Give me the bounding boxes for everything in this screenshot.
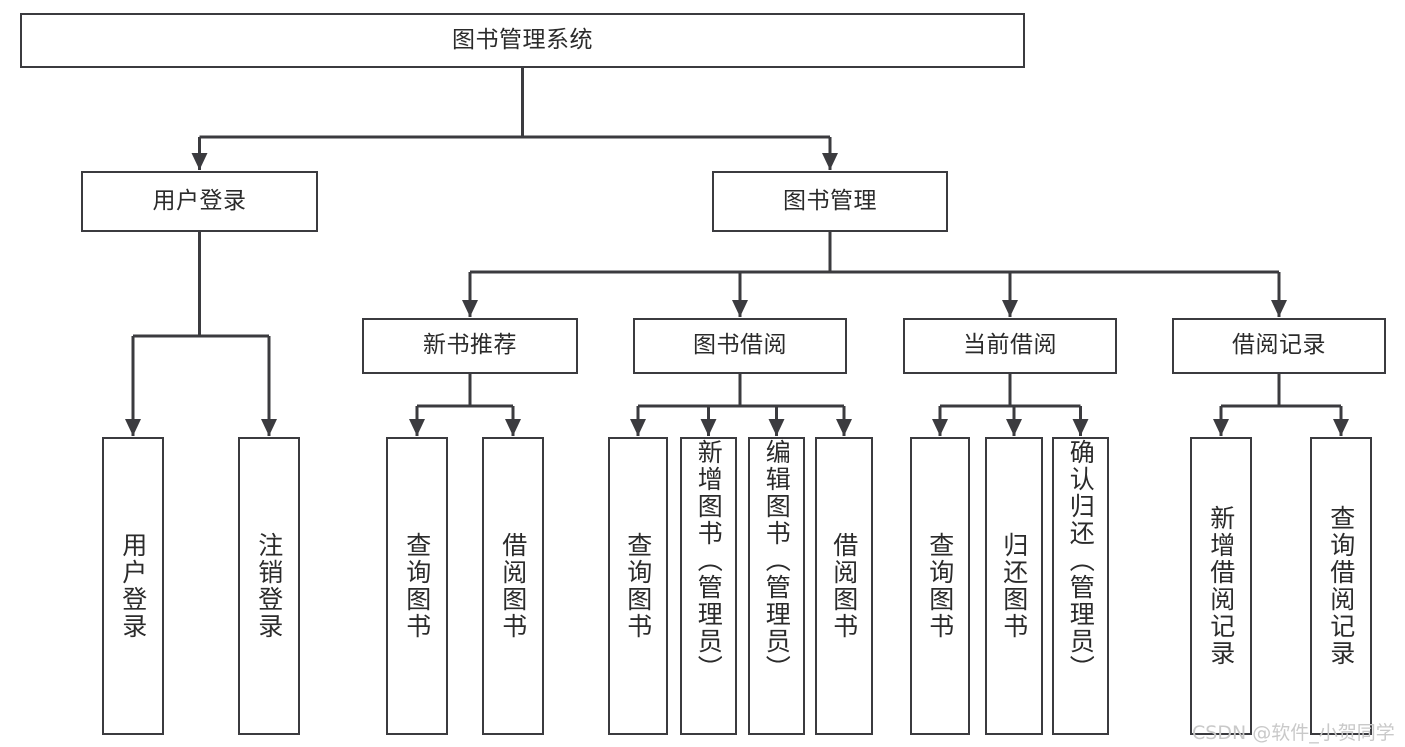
node-label-records: 借阅记录 xyxy=(1232,332,1326,359)
arrow-head-records xyxy=(1271,300,1287,317)
node-label-new_rec: 新书推荐 xyxy=(423,332,517,359)
arrow-head-l_return_book xyxy=(1006,419,1022,436)
node-l_query_book3[interactable]: 查询图书 xyxy=(910,437,970,735)
node-l_query_book2[interactable]: 查询图书 xyxy=(608,437,668,735)
node-label-l_user_login: 用户登录 xyxy=(118,532,148,640)
arrow-head-l_query_record xyxy=(1333,419,1349,436)
node-label-current: 当前借阅 xyxy=(963,332,1057,359)
node-l_query_book1[interactable]: 查询图书 xyxy=(386,437,448,735)
arrow-head-l_borrow_book2 xyxy=(836,419,852,436)
arrow-head-l_query_book1 xyxy=(409,419,425,436)
node-l_query_record[interactable]: 查询借阅记录 xyxy=(1310,437,1372,735)
node-l_borrow_book1[interactable]: 借阅图书 xyxy=(482,437,544,735)
node-l_add_book[interactable]: 新增图书（管理员） xyxy=(680,437,737,735)
node-label-l_add_record: 新增借阅记录 xyxy=(1206,505,1236,667)
node-user_login[interactable]: 用户登录 xyxy=(81,171,318,232)
node-label-l_add_book: 新增图书（管理员） xyxy=(694,439,724,682)
node-l_user_logout[interactable]: 注销登录 xyxy=(238,437,300,735)
node-label-l_query_book1: 查询图书 xyxy=(402,532,432,640)
arrow-head-l_add_record xyxy=(1213,419,1229,436)
arrow-head-l_query_book3 xyxy=(932,419,948,436)
arrow-head-borrow xyxy=(732,300,748,317)
node-label-l_query_book2: 查询图书 xyxy=(623,532,653,640)
node-root[interactable]: 图书管理系统 xyxy=(20,13,1025,68)
node-book_mgmt[interactable]: 图书管理 xyxy=(712,171,948,232)
node-borrow[interactable]: 图书借阅 xyxy=(633,318,847,374)
watermark-label: CSDN @软件_小贺同学 xyxy=(1192,722,1395,744)
arrow-head-current xyxy=(1002,300,1018,317)
arrow-head-l_query_book2 xyxy=(630,419,646,436)
node-label-root: 图书管理系统 xyxy=(452,26,593,53)
arrow-head-l_edit_book xyxy=(768,419,785,436)
node-current[interactable]: 当前借阅 xyxy=(903,318,1117,374)
node-label-l_borrow_book2: 借阅图书 xyxy=(829,532,859,640)
node-label-l_borrow_book1: 借阅图书 xyxy=(498,532,528,640)
arrow-head-l_user_logout xyxy=(261,419,277,436)
node-l_borrow_book2[interactable]: 借阅图书 xyxy=(815,437,873,735)
arrow-head-new_rec xyxy=(462,300,478,317)
node-label-user_login: 用户登录 xyxy=(152,187,247,214)
node-label-l_user_logout: 注销登录 xyxy=(254,532,284,640)
arrow-head-l_add_book xyxy=(700,419,717,436)
arrow-head-l_user_login xyxy=(125,419,141,436)
node-label-l_query_record: 查询借阅记录 xyxy=(1326,505,1356,667)
node-label-l_confirm_ret: 确认归还（管理员） xyxy=(1066,439,1096,682)
node-records[interactable]: 借阅记录 xyxy=(1172,318,1386,374)
node-l_add_record[interactable]: 新增借阅记录 xyxy=(1190,437,1252,735)
node-label-borrow: 图书借阅 xyxy=(693,332,787,359)
node-label-l_query_book3: 查询图书 xyxy=(925,532,955,640)
node-new_rec[interactable]: 新书推荐 xyxy=(362,318,578,374)
arrow-head-user_login xyxy=(191,153,208,170)
arrow-head-l_confirm_ret xyxy=(1072,419,1089,436)
arrow-head-l_borrow_book1 xyxy=(505,419,521,436)
arrow-head-book_mgmt xyxy=(822,153,838,170)
node-l_return_book[interactable]: 归还图书 xyxy=(985,437,1043,735)
node-label-l_return_book: 归还图书 xyxy=(999,532,1029,640)
node-l_edit_book[interactable]: 编辑图书（管理员） xyxy=(748,437,805,735)
node-l_user_login[interactable]: 用户登录 xyxy=(102,437,164,735)
node-label-book_mgmt: 图书管理 xyxy=(783,187,877,214)
node-label-l_edit_book: 编辑图书（管理员） xyxy=(762,439,792,682)
node-l_confirm_ret[interactable]: 确认归还（管理员） xyxy=(1052,437,1109,735)
